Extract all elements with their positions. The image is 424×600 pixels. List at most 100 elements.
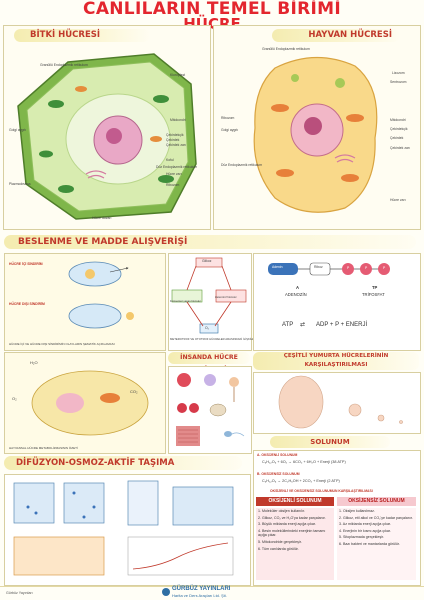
exchange-diagram: [31, 370, 149, 436]
label-animal-nucleus: Çekirdek: [390, 136, 404, 140]
active-transport-curve: [132, 542, 229, 570]
nutrition-title: BESLENME VE MADDE ALIŞVERİŞİ: [4, 235, 416, 249]
cell-sperm-tail: [231, 432, 245, 437]
label-animal-golgi: Golgi aygıtı: [221, 128, 239, 132]
label-plant-vacuole: Koful: [166, 158, 174, 162]
label-plant-golgi: Golgi aygıtı: [9, 128, 27, 132]
compare-right-item: 2. Glikoz, etil alkol ve CO₂'ye kadar pa…: [339, 515, 413, 520]
compare-right-item: 1. Oksijen kullanılmaz.: [339, 509, 375, 513]
cycle-arrows: [186, 265, 232, 327]
cell-muscle: [176, 426, 200, 446]
compare-left-item: 4. Besin moleküllerindeki enerjinin tama…: [258, 528, 326, 538]
outside-cell: [68, 303, 122, 329]
plant-chloroplast: [48, 100, 64, 108]
label-animal-mitochondria: Mitokondri: [390, 118, 406, 122]
animal-golgi: [334, 154, 356, 163]
cell-membrane-strip: [13, 536, 105, 576]
plant-cell-title: BİTKİ HÜCRESİ: [14, 29, 150, 42]
cell-muscle-lines: [178, 429, 198, 443]
beaker-2: [63, 482, 105, 524]
cell-white: [204, 374, 216, 386]
tp-letters: TP: [372, 285, 378, 290]
compare-right-item: 6. Bazı bakteri ve mantarlarda görülür.: [339, 541, 400, 546]
footer-left-text: Gürbüz Yayınları: [6, 591, 33, 595]
plant-chloroplast: [158, 175, 174, 183]
respiration-label: Heterotrof hücreler: [215, 296, 237, 299]
glucose-box: [195, 257, 223, 268]
osmosis-tube: [127, 480, 159, 526]
plant-chloroplast: [39, 150, 53, 158]
compare-left-item: 5. Mitokondride gerçekleşir.: [258, 539, 302, 544]
label-plant-smooth-er: Düz Endoplazmik retikulum: [156, 165, 198, 169]
plant-chloroplast: [58, 185, 74, 193]
label-plant-cell-wall: Hücre duvarı: [92, 216, 112, 220]
plant-nucleolus: [106, 128, 122, 144]
dye-particle: [34, 511, 38, 515]
phosphate-3: [378, 263, 390, 275]
cycle-diagram: [171, 257, 247, 334]
compare-right-item: 4. Enerjinin bir kısmı açığa çıkar.: [339, 528, 391, 533]
compare-right-item: 3. Az miktarda enerji açığa çıkar.: [339, 522, 391, 527]
compare-col-right-head: OKSİJENSİZ SOLUNUM: [337, 497, 416, 506]
label-animal-centrosome: Sentrozom: [390, 80, 407, 84]
atp-equation-left: ATP: [282, 322, 294, 328]
label-plant-plasmodesma: Plazmodezma: [9, 182, 31, 186]
tp-name: TRİFOSFAT: [362, 292, 385, 297]
dye-particle: [26, 505, 30, 509]
compare-col-left-head: OKSİJENLİ SOLUNUM: [256, 497, 334, 506]
oxygen-equation: C₆H₁₂O₆ + 6O₂ → 6CO₂ + 6H₂O + Enerji (38…: [262, 460, 346, 464]
atp-equation-right: ADP + P + ENERJİ: [316, 322, 368, 328]
plant-chloroplast: [153, 95, 169, 103]
atp-diagram: [268, 262, 390, 276]
compare-col-left: 1. Moleküler oksijen kullanılır. 2. Glik…: [256, 508, 334, 580]
label-animal-lysosome: Lizozom: [392, 71, 405, 75]
label-animal-smooth-er: Düz Endoplazmik retikulum: [221, 163, 263, 167]
cycle-caption: METEROTROF VE OTOTROF HÜCRELER ARASINDAK…: [170, 337, 257, 341]
label-plant-nuclear-envelope: Çekirdek zarı: [166, 143, 186, 147]
o2-box: [199, 323, 219, 334]
plant-cell-diagram: [17, 53, 197, 220]
footer-bar: [0, 586, 424, 600]
compare-left-item: 3. Büyük miktarda enerji açığa çıkar.: [258, 522, 316, 527]
animal-nucleolus: [304, 117, 322, 135]
phosphate-2: [360, 263, 372, 275]
cell-red: [189, 403, 199, 413]
co2-label: CO₂: [130, 389, 138, 394]
animal-mitochondrion: [271, 104, 289, 112]
adenosine-letter: A: [296, 285, 300, 290]
label-plant-nucleus: Çekirdek: [166, 138, 180, 142]
h2o-label: H₂O: [30, 360, 38, 365]
atp-equation-arrow: ⇄: [300, 322, 306, 328]
egg-small: [377, 414, 385, 422]
adenine-label: Adenin: [272, 265, 283, 269]
plant-mitochondrion: [150, 136, 162, 142]
label-animal-nuclear-envelope: Çekirdek zarı: [390, 146, 410, 150]
egg-medium: [348, 403, 362, 417]
phosphate-label-3: P: [383, 266, 386, 270]
dye-particle: [92, 505, 96, 509]
label-animal-granular-er: Granüllü Endoplazmik retikulum: [262, 47, 310, 51]
o2-label: O₂: [205, 326, 209, 330]
outside-label: HÜCRE DIŞI SİNDİRİM: [9, 302, 45, 306]
dye-particle: [72, 491, 76, 495]
exchange-caption: HAYVANSAL HÜCRE METABOLİZMASININ ÖZETİ: [9, 446, 78, 450]
label-animal-cell-membrane: Hücre zarı: [390, 198, 406, 202]
ribose-label: Riboz: [314, 265, 323, 269]
human-cells-title: İNSANDA HÜCRE ÇEŞİTLERİ: [168, 352, 250, 373]
brand-logo-icon: [162, 588, 170, 596]
phosphate-label-2: P: [365, 266, 368, 270]
photosynthesis-label: Fotosentez yapan hücreler: [170, 300, 201, 303]
exchange-nucleus: [56, 393, 84, 413]
outside-food: [126, 312, 134, 320]
glucose-label: Glikoz: [202, 259, 212, 263]
intake-caption: HÜCRE İÇİ VE HÜCRE DIŞI SİNDİRİMİN OLAYL…: [9, 342, 115, 346]
arrow-icon: [109, 267, 129, 273]
animal-mitochondrion: [346, 114, 364, 122]
anaerobic-equation: C₆H₁₂O₆ → 2C₂H₅OH + 2CO₂ + Enerji (2 ATP…: [262, 479, 340, 483]
osmosis-beaker: [172, 486, 234, 526]
intake-label: HÜCRE İÇİ SİNDİRİM: [9, 262, 43, 266]
animal-mitochondrion: [276, 169, 294, 177]
plant-mitochondrion: [75, 86, 87, 92]
label-plant-cell-membrane: Hücre zarı: [166, 172, 182, 176]
oxygen-title: A. OKSİJENLİ SOLUNUM: [257, 453, 298, 457]
